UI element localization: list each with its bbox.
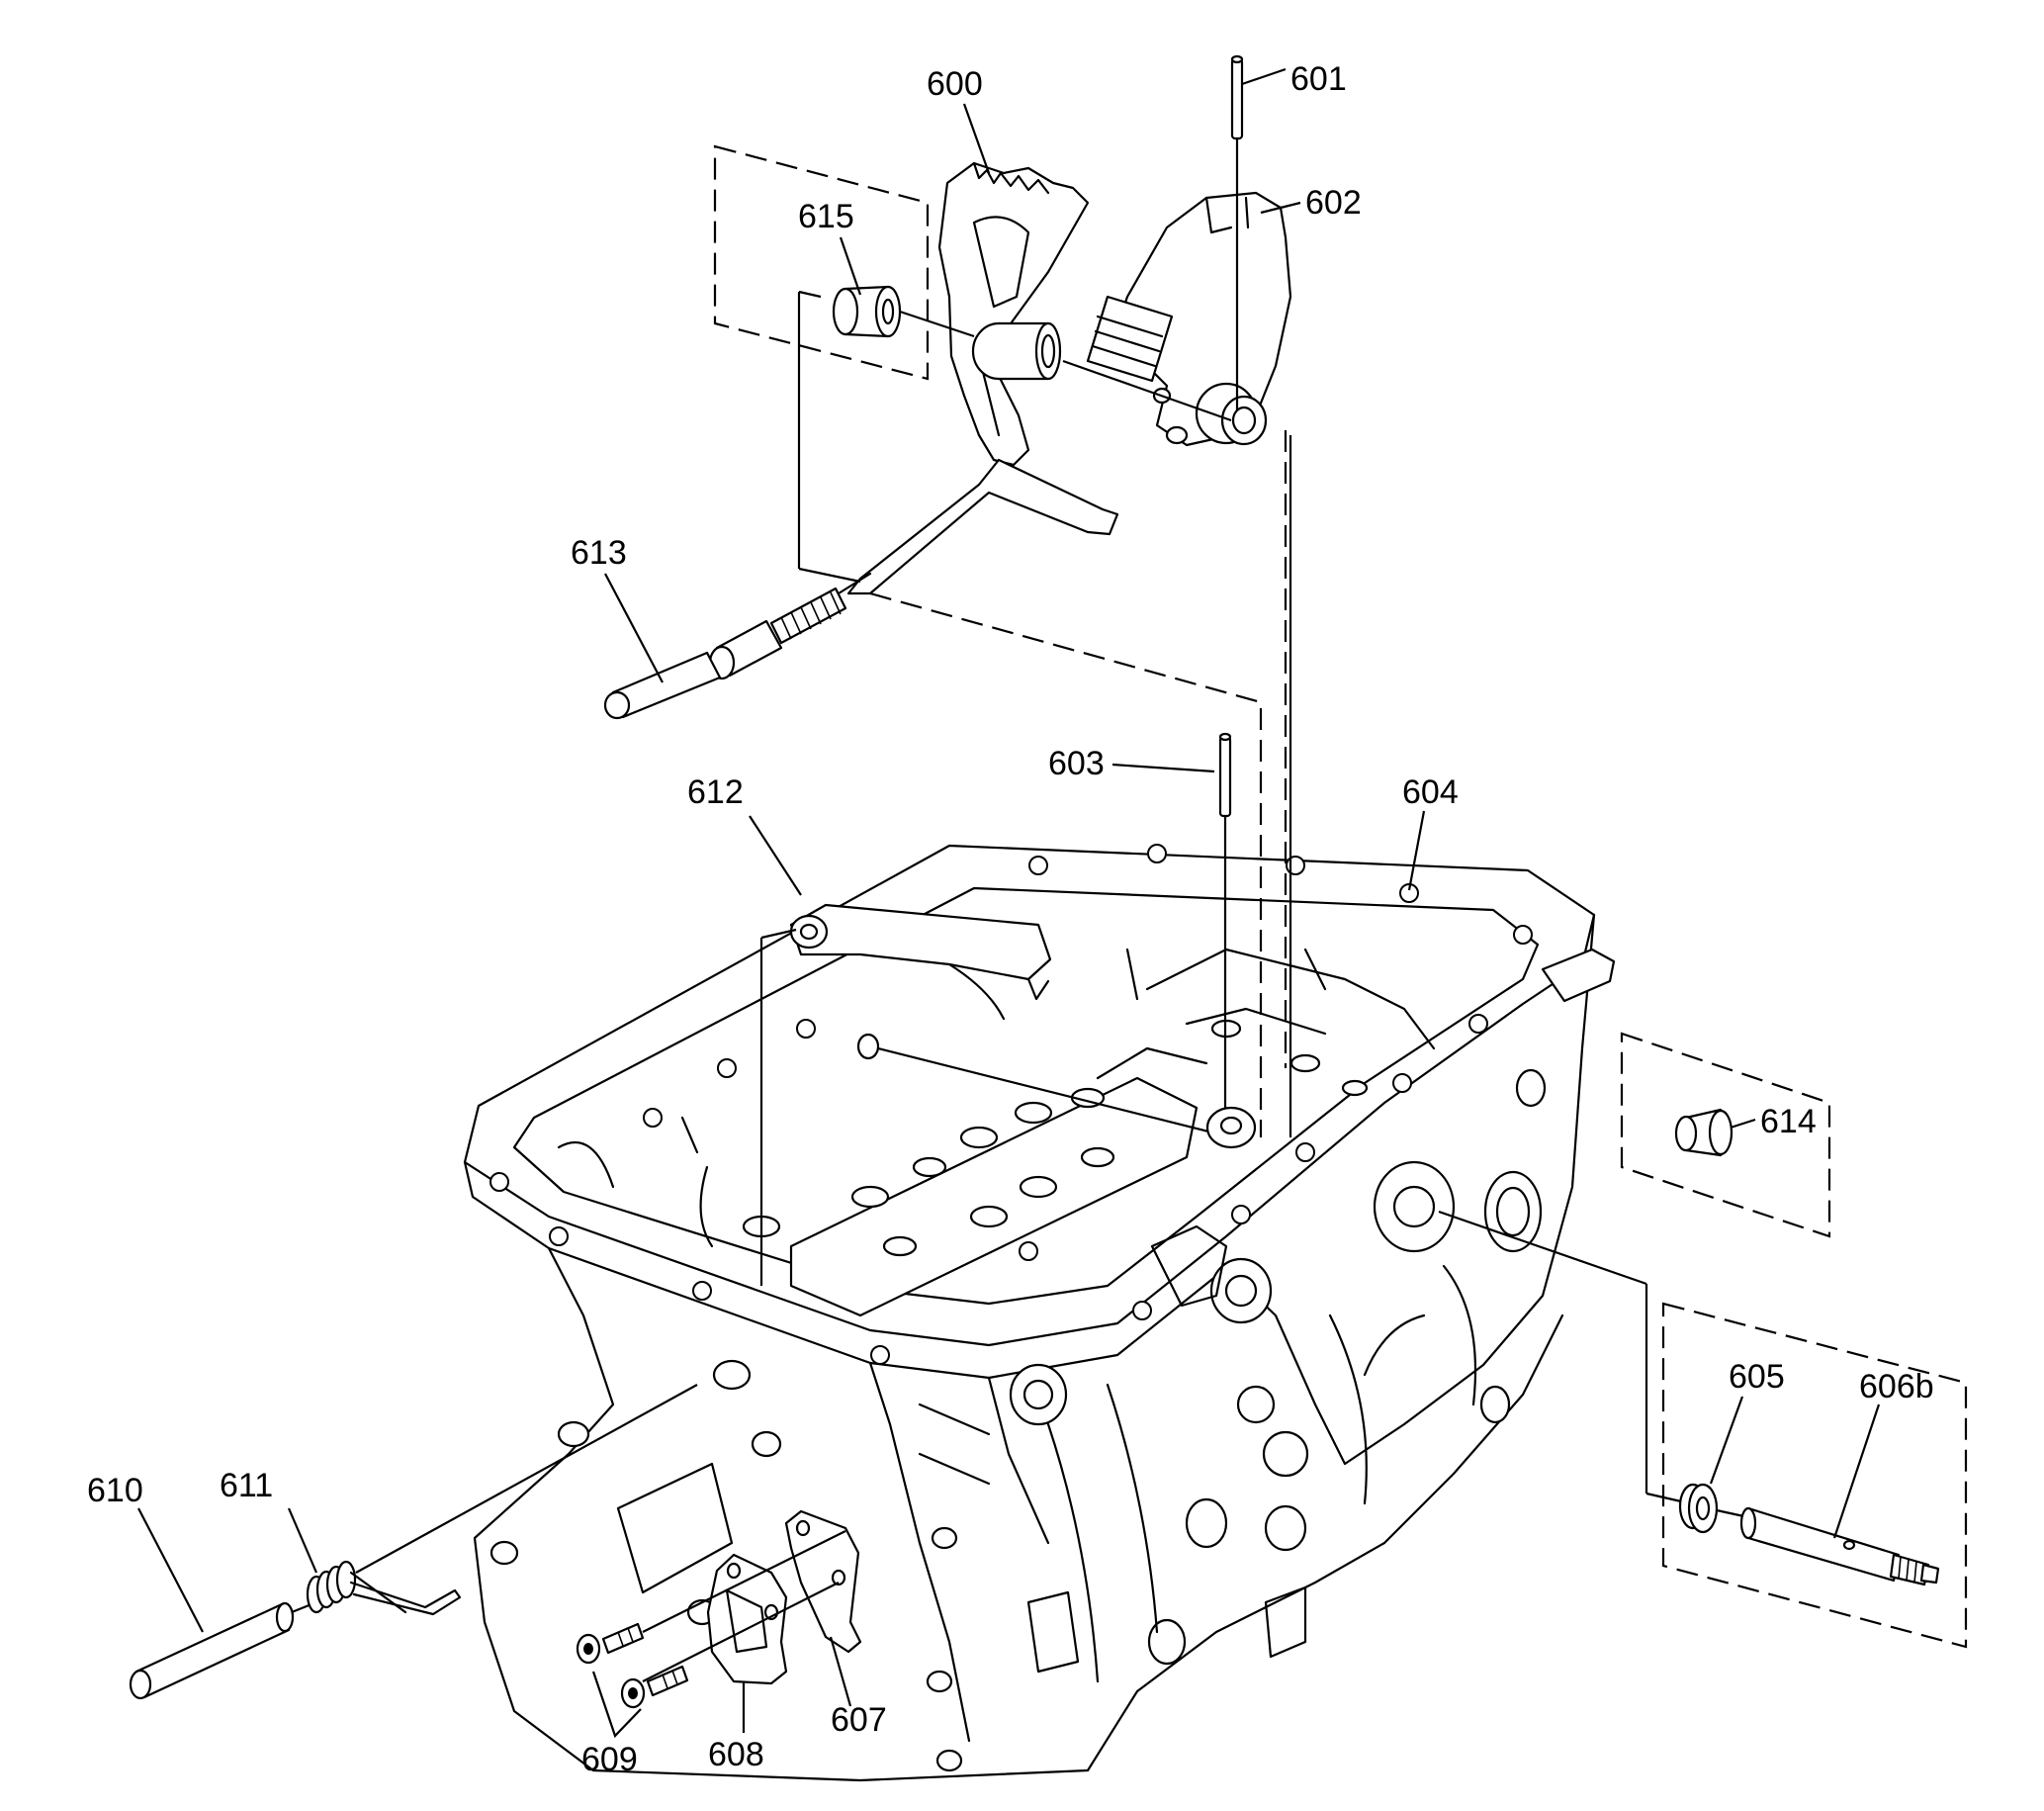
callout-602: 602	[1305, 184, 1362, 222]
part-600-detent-lever	[937, 161, 1090, 467]
part-615-bushing	[713, 144, 975, 381]
part-602-range-switch	[1062, 191, 1292, 447]
callout-601: 601	[1290, 60, 1347, 98]
callout-612: 612	[687, 773, 744, 811]
callout-615: 615	[798, 198, 854, 235]
part-603-pin	[1205, 732, 1257, 1149]
part-607-gasket	[784, 1509, 862, 1654]
callout-603: 603	[1048, 745, 1105, 782]
spring-coils	[306, 1560, 357, 1614]
callout-608: 608	[708, 1736, 764, 1773]
callout-610: 610	[87, 1472, 143, 1509]
callout-613: 613	[571, 534, 627, 572]
part-610-611	[129, 1384, 698, 1700]
callout-604: 604	[1402, 773, 1459, 811]
part-601-pin	[1230, 54, 1244, 410]
transmission-case	[463, 844, 1616, 1782]
flange-bolt-holes	[489, 844, 1533, 1365]
callout-600: 600	[927, 65, 983, 103]
part-614-bushing	[1620, 1032, 1831, 1238]
callout-606b: 606b	[1859, 1368, 1934, 1405]
part-613-rod	[603, 290, 1119, 720]
callout-labels: 600 601 602 603 604 605 606b 607 608 609…	[87, 60, 1934, 1778]
part-608-plate	[706, 1553, 788, 1685]
alignment-lines	[856, 430, 1292, 1137]
callout-leaders	[137, 67, 1881, 1739]
callout-611: 611	[220, 1467, 273, 1504]
callout-614: 614	[1760, 1103, 1817, 1140]
part-609-bolts	[576, 1530, 846, 1709]
callout-609: 609	[581, 1741, 638, 1778]
part-612-bracket	[759, 903, 1052, 1286]
callout-607: 607	[831, 1701, 887, 1739]
valve-body-bores	[742, 1019, 1369, 1257]
callout-605: 605	[1729, 1358, 1785, 1396]
part-605-606b	[1438, 1210, 1968, 1649]
